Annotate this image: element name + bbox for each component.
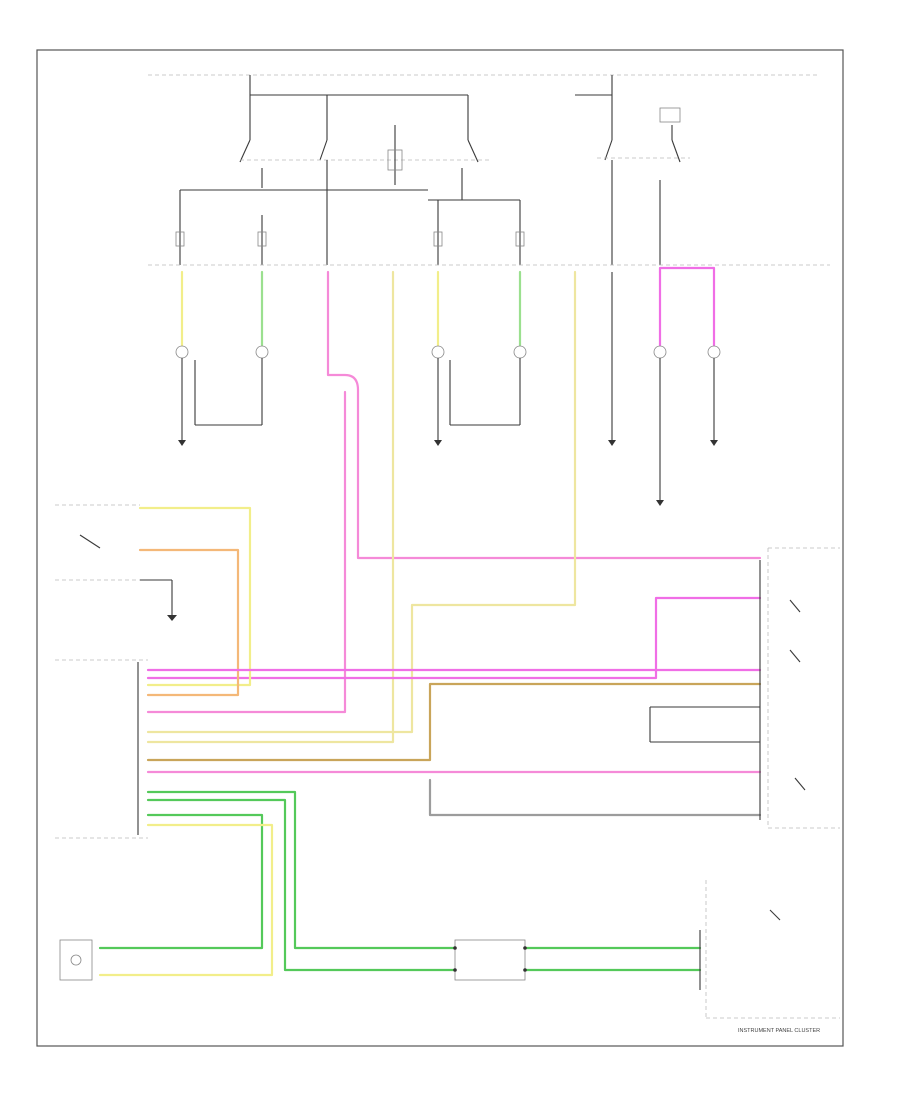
right-module [649, 547, 840, 829]
left-switch [55, 504, 177, 621]
instrument-cluster: INSTRUMENT PANEL CLUSTER [699, 880, 840, 1034]
lamp-2 [255, 345, 269, 425]
left-module-connector [55, 659, 148, 839]
ambient-light-sensor [59, 939, 93, 981]
lamp-4 [513, 345, 527, 425]
lamp-3 [431, 345, 520, 446]
harness-wires [98, 270, 762, 977]
lamp-loads [175, 266, 721, 506]
fuse-block-section [148, 74, 830, 266]
instrument-cluster-label: INSTRUMENT PANEL CLUSTER [738, 1028, 820, 1034]
data-link-splice [453, 939, 527, 981]
diagram-border [36, 49, 844, 1047]
lamp-1 [175, 345, 262, 446]
